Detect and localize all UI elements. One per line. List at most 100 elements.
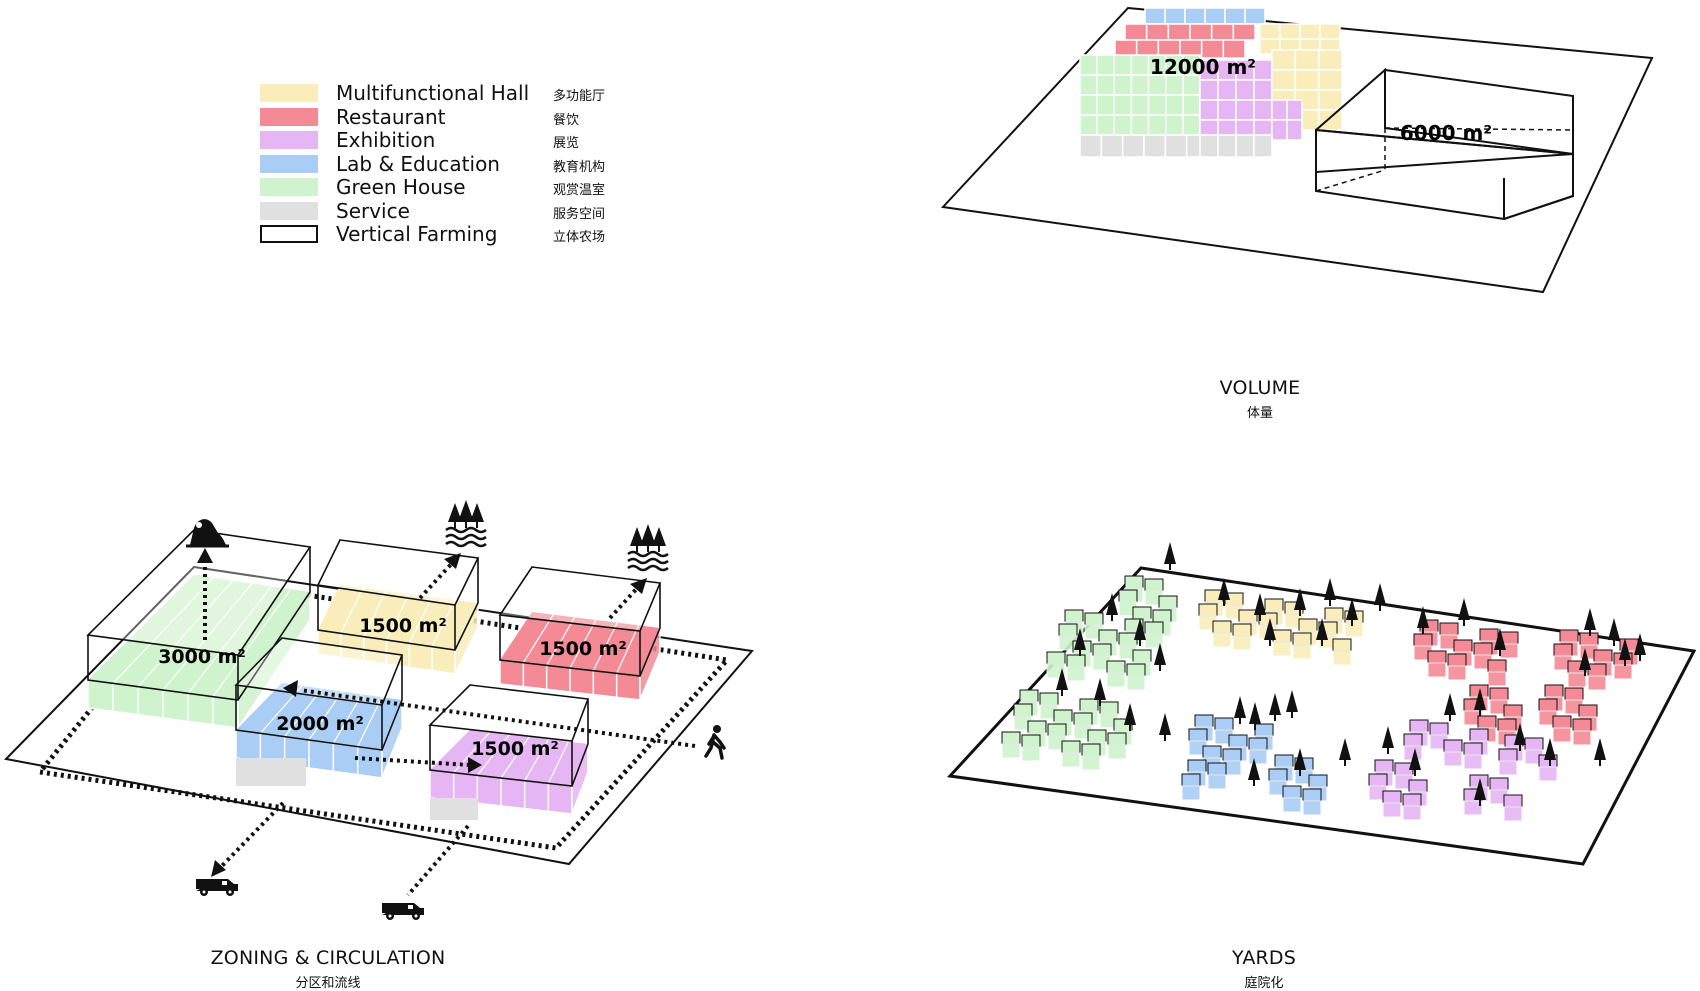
tree-icon xyxy=(1458,598,1470,620)
yard-cell-top xyxy=(1503,704,1523,718)
yard-cell-top xyxy=(1214,717,1234,731)
tree-icon xyxy=(1474,688,1486,710)
yard-cell-top xyxy=(1202,745,1222,759)
yards-title: YARDS xyxy=(1231,947,1297,969)
yard-cell-top xyxy=(1106,660,1126,674)
tree-trunk xyxy=(1169,564,1171,570)
yard-cell-top xyxy=(1469,728,1489,742)
yard-cell-top xyxy=(1207,762,1227,776)
legend-label-zh: 展览 xyxy=(553,136,580,151)
tree-trunk xyxy=(1259,615,1261,621)
tree-trunk xyxy=(1624,660,1626,666)
yard-cell-face xyxy=(1382,802,1402,818)
tree-icon xyxy=(1409,748,1421,770)
yard-cell-top xyxy=(1198,603,1218,617)
yard-cell-top xyxy=(1132,606,1152,620)
tree-trunk xyxy=(1291,712,1293,718)
legend-item-multifunctional-hall: Multifunctional Hall 多功能厅 xyxy=(258,81,638,106)
yard-cell-top xyxy=(1374,759,1394,773)
yard-cell-top xyxy=(1282,785,1302,799)
yard-cell-top xyxy=(1272,629,1292,643)
yard-cell-top xyxy=(1402,793,1422,807)
mountain-icon xyxy=(186,519,229,548)
yard-cell-top xyxy=(1058,623,1078,637)
yard-cell-top xyxy=(1047,723,1067,737)
tree-icon xyxy=(1339,738,1351,760)
yard-cell-top xyxy=(1443,739,1463,753)
service-strip xyxy=(430,798,478,820)
yard-cell-top xyxy=(1564,687,1584,701)
yard-cell-top xyxy=(1238,609,1258,623)
tree-icon xyxy=(1164,542,1176,564)
tree-icon xyxy=(1106,593,1118,615)
tree-trunk xyxy=(1499,650,1501,656)
volume-cell xyxy=(1317,109,1343,131)
yard-cell-top xyxy=(1552,715,1572,729)
yard-cell-top xyxy=(1021,734,1041,748)
yard-cell-top xyxy=(1194,714,1214,728)
tree-icon xyxy=(1382,726,1394,748)
exhibition-area-label: 1500 m² xyxy=(471,738,559,760)
tree-trunk xyxy=(1299,610,1301,616)
tree-trunk xyxy=(1099,700,1101,706)
tree-trunk xyxy=(1079,650,1081,656)
yard-cell-top xyxy=(1081,743,1101,757)
yard-cell-top xyxy=(1427,650,1447,664)
legend-label: Service xyxy=(336,198,410,223)
truck-icon xyxy=(382,903,424,920)
legend-swatch xyxy=(260,84,318,102)
yard-cell-top xyxy=(1302,788,1322,802)
volume-caption: VOLUME 体量 xyxy=(1100,377,1420,421)
yard-cell-top xyxy=(1248,737,1268,751)
tree-icon xyxy=(1417,606,1429,628)
yards-title-zh: 庭院化 xyxy=(1244,976,1284,991)
yard-cell-face xyxy=(1212,632,1232,648)
yard-cell-top xyxy=(1524,737,1544,751)
zone-block xyxy=(498,566,662,701)
legend-swatch xyxy=(260,107,318,126)
yard-cell-top xyxy=(1453,639,1473,653)
tree-icon xyxy=(1094,678,1106,700)
tree-trunk xyxy=(1274,715,1276,721)
yard-cell-face xyxy=(1447,665,1467,681)
yard-cell-face xyxy=(1272,641,1292,657)
tree-trunk xyxy=(1414,770,1416,776)
tree-trunk xyxy=(1061,690,1063,696)
yard-cell-top xyxy=(1538,698,1558,712)
zoning-title-zh: 分区和流线 xyxy=(295,976,361,991)
tree-icon xyxy=(1294,748,1306,770)
legend-label: Vertical Farming xyxy=(336,222,498,246)
tree-icon xyxy=(1134,618,1146,640)
yard-cell-top xyxy=(1212,620,1232,634)
restaurant-area-label: 1500 m² xyxy=(539,638,627,660)
yard-cell-face xyxy=(1081,755,1101,771)
legend-label: Green House xyxy=(336,175,466,199)
tree-icon xyxy=(1218,578,1230,600)
tree-icon xyxy=(1494,628,1506,650)
yard-cell-face xyxy=(1292,644,1312,660)
tree-trunk xyxy=(1449,715,1451,721)
yard-cell-top xyxy=(1066,654,1086,668)
yard-cell-face xyxy=(1552,727,1572,743)
yard-cell-top xyxy=(1408,779,1428,793)
tree-trunk xyxy=(1239,718,1241,724)
legend-label-zh: 服务空间 xyxy=(553,206,606,222)
tree-trunk xyxy=(1129,725,1131,731)
yard-cell-top xyxy=(1144,578,1164,592)
tree-trunk xyxy=(1613,640,1615,646)
tree-icon xyxy=(1269,693,1281,715)
tree-trunk xyxy=(1111,615,1113,621)
legend-label: Multifunctional Hall xyxy=(336,81,530,105)
yard-cell-top xyxy=(1268,768,1288,782)
tree-trunk xyxy=(1387,748,1389,754)
multifunctional-hall-area-label: 1500 m² xyxy=(359,615,447,637)
yard-trees xyxy=(1056,542,1646,806)
service-strip xyxy=(236,758,306,786)
yard-cell-face xyxy=(1181,785,1201,801)
yard-cell-face xyxy=(1282,797,1302,813)
yard-cell-top xyxy=(1019,689,1039,703)
tree-trunk xyxy=(1159,665,1161,671)
tree-trunk xyxy=(1254,724,1256,730)
yard-cell-face xyxy=(1021,746,1041,762)
